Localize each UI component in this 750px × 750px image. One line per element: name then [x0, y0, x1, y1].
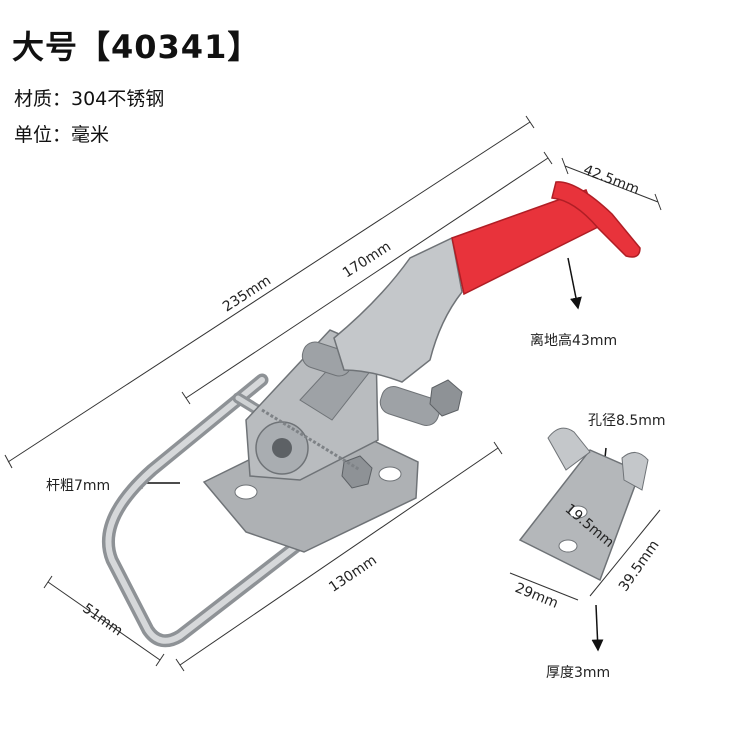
- unit-label: 单位：毫米: [14, 124, 110, 146]
- dim-handle-height: 离地高43mm: [530, 333, 618, 349]
- catch-bracket: [518, 427, 649, 582]
- material-label: 材质：304不锈钢: [14, 88, 165, 110]
- handle-lever: [333, 181, 641, 383]
- dim-hole-diameter: 孔径8.5mm: [588, 413, 666, 429]
- product-title: 大号【40341】: [12, 28, 261, 66]
- dim-rod-diameter: 杆粗7mm: [46, 478, 111, 494]
- dim-thickness: 厚度3mm: [546, 665, 611, 681]
- dimension-lines: [4, 115, 662, 672]
